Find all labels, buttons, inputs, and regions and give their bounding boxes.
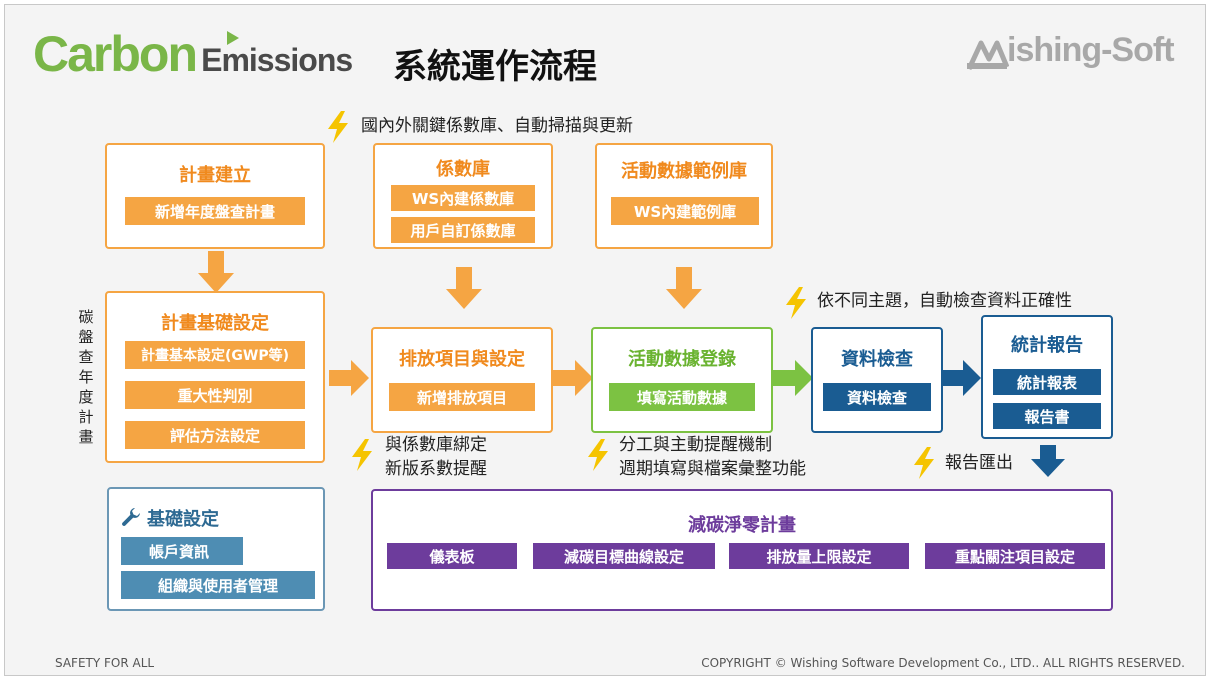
plan-basic-method-button[interactable]: 評估方法設定 [125, 421, 305, 449]
emission-items-new-button[interactable]: 新增排放項目 [389, 383, 535, 411]
carbon-logo: Carbon Emissions [33, 25, 353, 85]
emission-items-title: 排放項目與設定 [399, 349, 525, 370]
arrow-down-plan [198, 251, 234, 293]
logo-triangle-icon [227, 31, 239, 45]
arrow-right-2 [553, 360, 593, 396]
arrow-right-3 [773, 360, 813, 396]
activity-reg-fill-button[interactable]: 填寫活動數據 [609, 383, 755, 411]
activity-example-builtin-button[interactable]: WS內建範例庫 [611, 197, 759, 225]
box-base-settings: 基礎設定 帳戶資訊 組織與使用者管理 [107, 487, 325, 611]
data-check-button[interactable]: 資料檢查 [823, 383, 931, 411]
stat-report-title: 統計報告 [1011, 335, 1083, 356]
lightning-icon [328, 111, 348, 143]
stat-report-table-button[interactable]: 統計報表 [993, 369, 1101, 395]
note-auto-check: 依不同主題，自動檢查資料正確性 [817, 291, 1072, 311]
stat-report-doc-button[interactable]: 報告書 [993, 403, 1101, 429]
diagram-panel: Carbon Emissions 系統運作流程 ishing-Soft 國內外關… [4, 4, 1206, 676]
lightning-icon-bind [352, 439, 372, 471]
coef-db-title: 係數庫 [436, 159, 490, 180]
note-work-line1: 分工與主動提醒機制 [619, 435, 772, 455]
side-label-annual-plan: 碳盤查年度計畫 [78, 308, 94, 446]
note-coefficient-update: 國內外關鍵係數庫、自動掃描與更新 [361, 116, 633, 136]
net-zero-title: 減碳淨零計畫 [688, 515, 796, 536]
coef-db-builtin-button[interactable]: WS內建係數庫 [391, 185, 535, 211]
box-stat-report: 統計報告 統計報表 報告書 [981, 315, 1113, 439]
ws-logo-icon [967, 40, 1009, 71]
base-settings-title: 基礎設定 [147, 509, 219, 530]
brand-text: ishing-Soft [1007, 31, 1175, 69]
note-work-line2: 週期填寫與檔案彙整功能 [619, 459, 806, 479]
data-check-title: 資料檢查 [841, 349, 913, 370]
box-activity-example: 活動數據範例庫 WS內建範例庫 [595, 143, 773, 249]
org-user-management-button[interactable]: 組織與使用者管理 [121, 571, 315, 599]
page-title: 系統運作流程 [393, 47, 597, 87]
lightning-icon-work [588, 439, 608, 471]
lightning-icon-check [786, 287, 806, 319]
box-plan-basic: 計畫基礎設定 計畫基本設定(GWP等) 重大性判別 評估方法設定 [105, 291, 325, 463]
note-bind-line2: 新版系數提醒 [385, 459, 487, 479]
focus-items-button[interactable]: 重點關注項目設定 [925, 543, 1105, 569]
coef-db-custom-button[interactable]: 用戶自訂係數庫 [391, 217, 535, 243]
lightning-icon-export [914, 447, 934, 479]
footer-tagline: SAFETY FOR ALL [55, 656, 155, 670]
emission-cap-button[interactable]: 排放量上限設定 [729, 543, 909, 569]
box-net-zero: 減碳淨零計畫 儀表板 減碳目標曲線設定 排放量上限設定 重點關注項目設定 [371, 489, 1113, 611]
arrow-down-activity [666, 267, 702, 309]
arrow-right-4 [943, 360, 981, 396]
plan-basic-materiality-button[interactable]: 重大性判別 [125, 381, 305, 409]
wrench-icon [122, 508, 140, 526]
plan-basic-gwp-button[interactable]: 計畫基本設定(GWP等) [125, 341, 305, 369]
arrow-down-export [1031, 445, 1065, 477]
box-data-check: 資料檢查 資料檢查 [811, 327, 943, 433]
arrow-right-1 [329, 360, 369, 396]
box-coef-db: 係數庫 WS內建係數庫 用戶自訂係數庫 [373, 143, 553, 249]
arrow-down-coef [446, 267, 482, 309]
footer-copyright: COPYRIGHT © Wishing Software Development… [701, 656, 1185, 670]
logo-emissions-text: Emissions [201, 42, 353, 78]
brand-logo: ishing-Soft [967, 29, 1187, 73]
activity-example-title: 活動數據範例庫 [621, 161, 747, 182]
plan-create-new-button[interactable]: 新增年度盤查計畫 [125, 197, 305, 225]
box-activity-reg: 活動數據登錄 填寫活動數據 [591, 327, 773, 433]
box-plan-create: 計畫建立 新增年度盤查計畫 [105, 143, 325, 249]
box-emission-items: 排放項目與設定 新增排放項目 [371, 327, 553, 433]
logo-carbon-text: Carbon [33, 26, 198, 82]
plan-basic-title: 計畫基礎設定 [161, 313, 269, 334]
plan-create-title: 計畫建立 [179, 165, 251, 186]
dashboard-button[interactable]: 儀表板 [387, 543, 517, 569]
account-info-button[interactable]: 帳戶資訊 [121, 537, 243, 565]
note-report-export: 報告匯出 [945, 453, 1013, 473]
target-curve-button[interactable]: 減碳目標曲線設定 [533, 543, 715, 569]
activity-reg-title: 活動數據登錄 [628, 349, 736, 370]
note-bind-line1: 與係數庫綁定 [385, 435, 487, 455]
